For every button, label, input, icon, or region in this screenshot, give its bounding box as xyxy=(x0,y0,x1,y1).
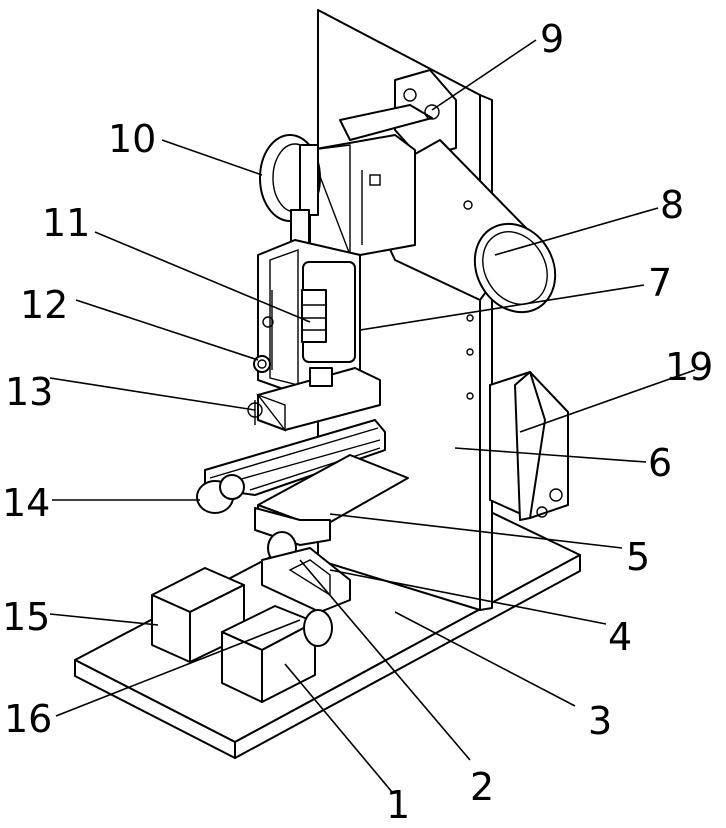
motor-housing xyxy=(310,135,415,255)
callout-4: 4 xyxy=(608,615,632,659)
callout-14: 14 xyxy=(2,481,50,525)
coupling-stack xyxy=(302,290,326,342)
callout-10: 10 xyxy=(108,117,156,161)
callout-19: 19 xyxy=(665,345,713,389)
callout-5: 5 xyxy=(626,535,650,579)
callout-3: 3 xyxy=(588,699,612,743)
side-bracket xyxy=(490,372,568,520)
callout-12: 12 xyxy=(20,283,68,327)
callout-16: 16 xyxy=(4,697,52,741)
callout-1: 1 xyxy=(386,783,410,827)
callout-15: 15 xyxy=(2,595,50,639)
hand-wheel xyxy=(260,135,320,221)
callout-6: 6 xyxy=(648,441,672,485)
callout-7: 7 xyxy=(648,261,672,305)
lock-screw xyxy=(254,356,270,372)
callout-11: 11 xyxy=(42,201,90,245)
callout-8: 8 xyxy=(660,183,684,227)
callout-9: 9 xyxy=(540,17,564,61)
callout-2: 2 xyxy=(470,765,494,809)
callout-13: 13 xyxy=(5,370,53,414)
